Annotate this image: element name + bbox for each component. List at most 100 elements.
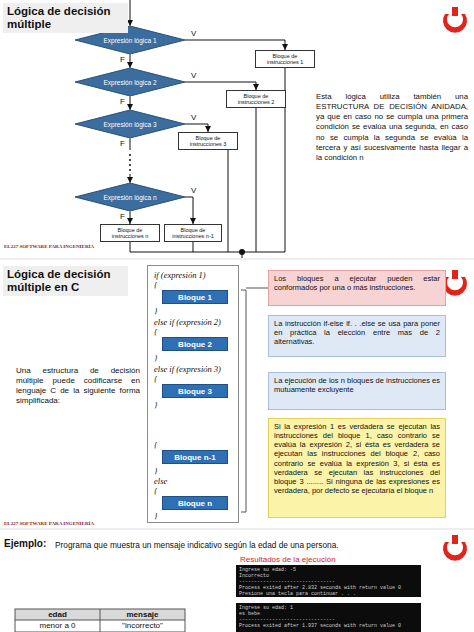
code-line: {: [154, 374, 157, 384]
code-block-bar: Bloque n-1: [162, 450, 228, 464]
process-box: Bloque de instrucciones 3: [178, 132, 238, 150]
console-window: [236, 603, 421, 632]
node-text: La ejecución de los n bloques de instruc…: [274, 376, 440, 394]
flow-arrow: [130, 54, 131, 68]
console-line: Process exited after 1.937 seconds with …: [239, 623, 401, 629]
branch-label: V: [191, 29, 196, 38]
node-text: Expresión lógica 3: [103, 121, 156, 128]
slide-separator: [0, 259, 474, 260]
process-box: Bloque de instrucciones 2: [226, 90, 286, 108]
node-text: Bloque de instrucciones 3: [180, 135, 236, 147]
table-header: edad: [15, 609, 100, 620]
code-line: else if (expresión 3): [154, 364, 221, 374]
node-text: Los bloques a ejecutar pueden estar conf…: [274, 274, 440, 292]
diamond-shape: [75, 183, 185, 211]
continuation-dots: [129, 154, 131, 171]
code-line: }: [154, 466, 157, 476]
node-text: Bloque n-1: [174, 453, 215, 462]
branch-label: V: [191, 113, 196, 122]
node-text: Bloque de instrucciones n: [102, 227, 158, 239]
code-block-bar: Bloque 3: [162, 384, 228, 398]
slide-separator: [0, 529, 474, 530]
result-caption: Resultados de la ejecución: [240, 555, 336, 564]
node-text: Bloque de instrucciones 2: [228, 93, 284, 105]
node-text: La instrucción if-else if. . .else se us…: [274, 319, 440, 346]
code-block-bar: Bloque 1: [162, 290, 228, 304]
table-header: mensaje: [100, 609, 185, 620]
code-line: else: [154, 476, 167, 486]
console-window: [236, 565, 421, 597]
entry-line: [130, 0, 131, 26]
node-text: Si la expresión 1 es verdadera se ejecut…: [274, 422, 440, 495]
branch-label: V: [191, 186, 196, 195]
flow-arrow: [130, 138, 131, 183]
code-line: }: [154, 353, 157, 363]
node-text: Bloque n: [178, 499, 212, 508]
console-line: Ingrese su edad: 1: [239, 605, 293, 611]
process-box: Bloque de instrucciones 1: [255, 50, 315, 68]
decision-diamond: Expresión lógica n: [75, 183, 185, 211]
code-line: {: [154, 486, 157, 496]
intro-text: Una estructura de decisión múltiple pued…: [16, 366, 140, 406]
section-title: Lógica de decisión múltiple en C: [3, 266, 128, 296]
flow-arrow: [130, 211, 131, 224]
diamond-shape: [75, 110, 185, 138]
branch-label: F: [120, 55, 125, 64]
diamond-shape: [75, 26, 185, 54]
node-text: Bloque de instrucciones n-1: [166, 227, 220, 239]
code-line: {: [154, 280, 157, 290]
branch-label: V: [191, 71, 196, 80]
node-text: Bloque 3: [178, 387, 212, 396]
console-line: Ingrese su edad: -5: [239, 567, 296, 573]
code-line: {: [154, 440, 157, 450]
node-text: Bloque de instrucciones 1: [257, 53, 313, 65]
example-heading: Ejemplo:: [4, 538, 46, 549]
node-text: Bloque 2: [178, 340, 212, 349]
code-line: if (expresión 1): [154, 270, 206, 280]
code-block-bar: Bloque 2: [162, 337, 228, 351]
node-text: Expresión lógica n: [103, 194, 156, 201]
console-line: --------------------------------: [239, 579, 335, 585]
code-line: }: [154, 306, 157, 316]
flow-arrow: [130, 96, 131, 110]
table-grid: [15, 609, 185, 632]
code-line: }: [154, 511, 157, 521]
note-box: Los bloques a ejecutar pueden estar conf…: [268, 270, 446, 306]
footer-text: EL227 SOFTWARE PARA INGENIERÍA: [4, 521, 94, 526]
note-box: La instrucción if-else if. . .else se us…: [268, 315, 446, 357]
note-box: Si la expresión 1 es verdadera se ejecut…: [268, 418, 446, 518]
code-line: {: [154, 327, 157, 337]
example-text: Programa que muestra un mensaje indicati…: [55, 540, 339, 550]
bracket: [241, 288, 268, 512]
process-box: Bloque de instrucciones n: [100, 224, 160, 242]
branch-label: F: [120, 139, 125, 148]
console-line: Process exited after 2.832 seconds with …: [239, 585, 401, 591]
table-cell: menor a 0: [15, 620, 100, 631]
console-line: es bebe: [239, 611, 260, 617]
logo-mark: [443, 7, 467, 561]
flow-arrow: [185, 124, 208, 132]
flow-arrow: [185, 197, 193, 224]
code-line: else if (expresión 2): [154, 317, 221, 327]
footer-text: EL227 SOFTWARE PARA INGENIERÍA: [4, 244, 94, 249]
node-text: Expresión lógica 2: [103, 79, 156, 86]
console-line: Presione una tecla para continuar . . .: [239, 591, 356, 597]
node-text: Expresión lógica 1: [103, 37, 156, 44]
merge-point: [239, 249, 245, 255]
decision-diamond: Expresión lógica 2: [75, 68, 185, 96]
note-box: La ejecución de los n bloques de instruc…: [268, 372, 446, 410]
console-line: Incorrecto: [239, 573, 269, 579]
console-line: --------------------------------: [239, 617, 335, 623]
decision-diamond: Expresión lógica 3: [75, 110, 185, 138]
branch-label: F: [120, 212, 125, 221]
code-panel: Bloque 1 Bloque 2 Bloque 3 Bloque n-1Bloque…: [147, 265, 239, 523]
code-block-bar: Bloque n: [162, 496, 228, 510]
table-cell: "incorrecto": [100, 620, 185, 631]
process-box: Bloque de instrucciones n-1: [164, 224, 222, 242]
code-line: }: [154, 400, 157, 410]
node-text: Bloque 1: [178, 293, 212, 302]
branch-label: F: [120, 97, 125, 106]
flow-arrow: [185, 40, 285, 50]
slide-title: Lógica de decisión múltiple: [3, 3, 128, 33]
diamond-shape: [75, 68, 185, 96]
